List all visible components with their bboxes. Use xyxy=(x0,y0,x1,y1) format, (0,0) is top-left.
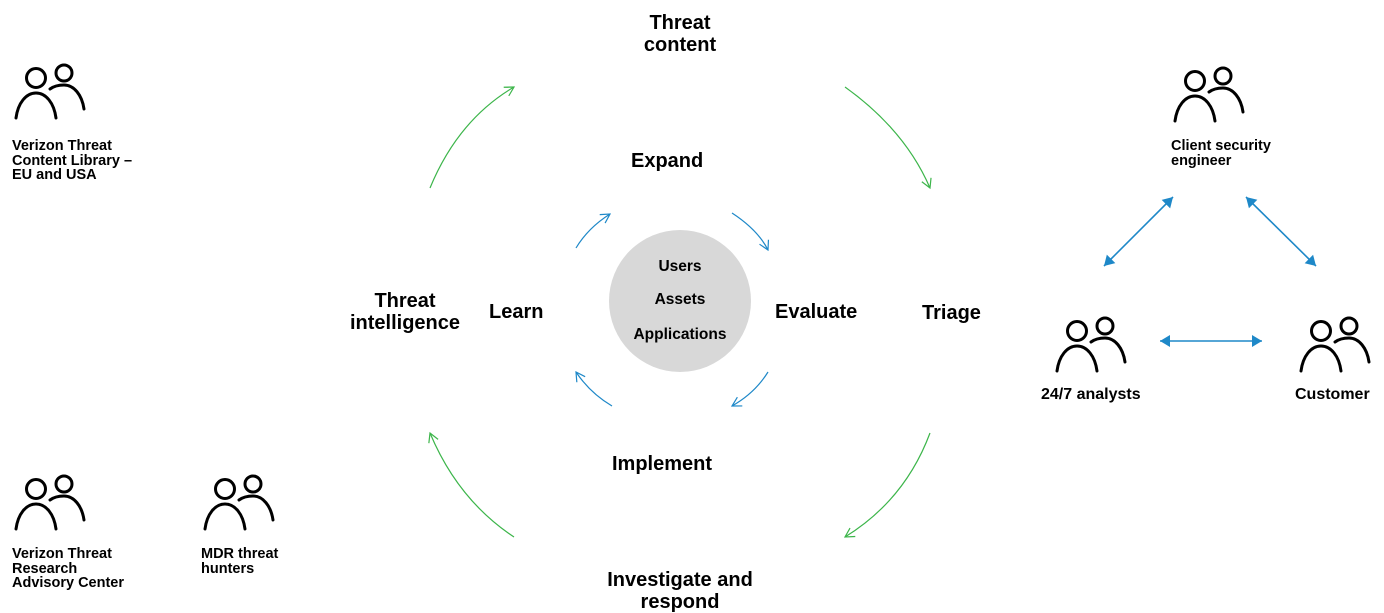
hub-applications: Applications xyxy=(633,326,727,343)
hub-assets: Assets xyxy=(654,291,706,308)
inner-arrow-learn-to-expand xyxy=(575,213,612,249)
customer-people-icon xyxy=(1299,316,1371,373)
actor-analysts: 24/7 analysts xyxy=(1041,386,1141,403)
stage-evaluate: Evaluate xyxy=(775,301,858,323)
actor-research-center: Verizon Threat Research Advisory Center xyxy=(12,546,125,591)
outer-arrow-investigate-to-intel xyxy=(428,431,515,538)
stage-triage: Triage xyxy=(922,302,981,324)
link-engineer-analysts xyxy=(1103,196,1174,267)
actor-mdr-hunters: MDR threat hunters xyxy=(201,546,279,577)
stage-threat-intelligence: Threat intelligence xyxy=(349,290,461,334)
outer-arrow-content-to-triage xyxy=(844,86,932,190)
client-engineer-people-icon xyxy=(1173,66,1245,123)
outer-arrow-triage-to-investigate xyxy=(843,432,931,538)
inner-arrow-evaluate-to-implement xyxy=(730,371,769,407)
inner-arrow-expand-to-evaluate xyxy=(731,212,770,252)
hub-circle xyxy=(609,230,751,372)
content-library-people-icon xyxy=(14,63,86,120)
inner-arrow-implement-to-learn xyxy=(575,370,613,407)
stage-investigate: Investigate and respond xyxy=(607,569,753,613)
link-engineer-customer xyxy=(1245,196,1317,267)
mdr-hunters-people-icon xyxy=(203,474,275,531)
stage-learn: Learn xyxy=(489,301,544,323)
stage-threat-content: Threat content xyxy=(643,12,717,56)
actor-content-library: Verizon Threat Content Library – EU and … xyxy=(12,138,133,183)
research-center-people-icon xyxy=(14,474,86,531)
actor-client-engineer: Client security engineer xyxy=(1171,138,1271,169)
analysts-people-icon xyxy=(1055,316,1127,373)
actor-customer: Customer xyxy=(1295,386,1370,403)
outer-arrow-intel-to-content xyxy=(429,86,516,189)
stage-expand: Expand xyxy=(631,150,704,172)
hub-users: Users xyxy=(658,258,702,275)
stage-implement: Implement xyxy=(612,453,713,475)
